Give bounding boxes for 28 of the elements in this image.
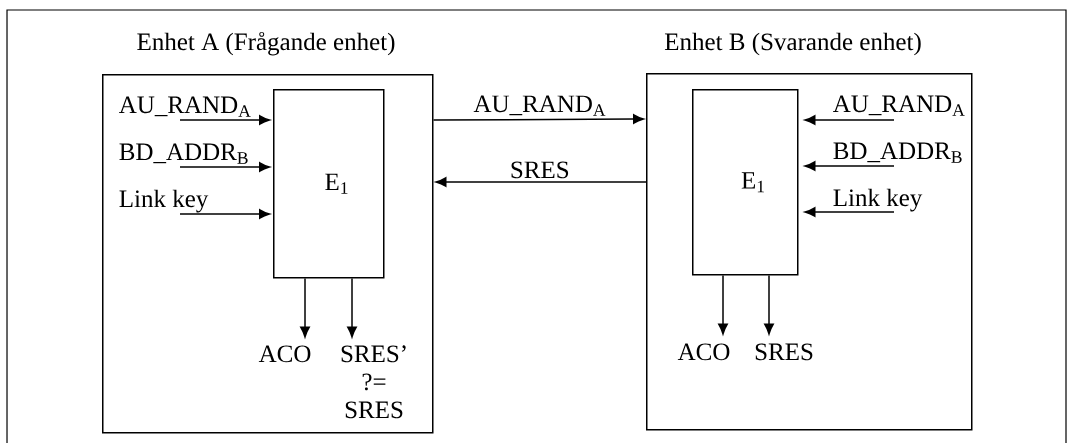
arrow [432,114,644,124]
edge-label: SRES [508,160,571,180]
arrow [804,161,895,171]
input-label: AU_RAND$_{A}$ [833,95,965,116]
input-label: AU_RAND$_{A}$ [119,96,251,117]
output-label: ACO [258,345,311,363]
node-label: Enhet B (Svarande enhet) [664,32,921,56]
arrow [179,162,270,172]
edge-label: AU_RAND$_{A}$ [472,94,608,117]
output-label: ACO [677,343,730,361]
output-label: SRES [755,343,813,361]
arrow [179,115,270,125]
arrow [764,274,774,335]
arrow [804,207,895,217]
arrow [718,274,728,335]
arrow [347,277,357,338]
arrow [179,209,270,219]
arrow [435,177,647,187]
input-label: Link key [833,188,923,212]
function-box: E$_{1}$ [692,89,799,276]
arrow [300,277,310,338]
function-box: E$_{1}$ [273,89,385,279]
input-label: Link key [119,189,209,213]
node-label: Enhet A (Frågande enhet) [137,31,395,56]
input-label: BD_ADDR$_{B}$ [833,142,962,163]
input-label: BD_ADDR$_{B}$ [119,143,248,164]
arrow [804,115,895,125]
output-label: SRES’ ?= SRES [341,345,406,419]
